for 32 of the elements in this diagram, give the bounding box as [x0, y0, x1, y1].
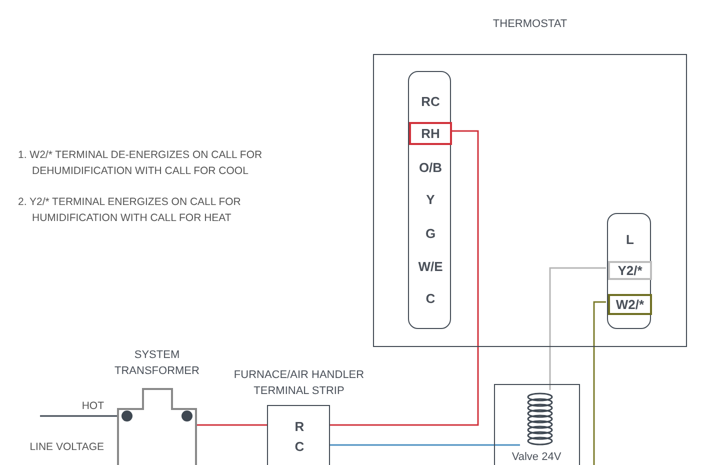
wire-label: HOT — [80, 399, 104, 414]
terminal-label: O/B — [409, 157, 452, 177]
terminal-label: RH — [409, 122, 452, 145]
wire — [40, 415, 117, 417]
wire — [330, 444, 520, 446]
component-heading: SYSTEM TRANSFORMER — [114, 348, 200, 379]
terminal-label: L — [608, 229, 652, 249]
wire — [549, 267, 606, 390]
terminal-label: RC — [409, 91, 452, 111]
note-text: 2. Y2/* TERMINAL ENERGIZES ON CALL FOR HUMIDIFICATION WITH CALL FOR HEAT — [18, 195, 242, 226]
component-heading: THERMOSTAT — [492, 17, 568, 32]
terminal-label: C — [269, 437, 330, 455]
valve-label: Valve 24V — [510, 450, 562, 465]
terminal-label: W2/* — [608, 294, 652, 315]
note-text: 1. W2/* TERMINAL DE-ENERGIZES ON CALL FOR DEHUMIDIFICATION WITH CALL FOR COOL — [18, 148, 264, 179]
terminal-label: R — [269, 417, 330, 435]
wire — [197, 424, 268, 426]
terminal-block — [408, 71, 451, 329]
terminal-label: Y2/* — [608, 261, 652, 280]
valve-box — [494, 384, 580, 465]
wire — [330, 130, 479, 426]
terminal-label: W/E — [409, 256, 452, 276]
wire — [593, 301, 606, 465]
terminal-label: Y — [409, 189, 452, 209]
wire-label: LINE VOLTAGE — [28, 440, 104, 455]
terminal-label: G — [409, 223, 452, 243]
terminal-label: C — [409, 288, 452, 308]
component-heading: FURNACE/AIR HANDLER TERMINAL STRIP — [232, 368, 366, 399]
transformer-box — [117, 388, 197, 465]
terminal-block — [607, 213, 651, 329]
thermostat-box — [373, 54, 687, 347]
terminal-strip — [267, 405, 330, 465]
